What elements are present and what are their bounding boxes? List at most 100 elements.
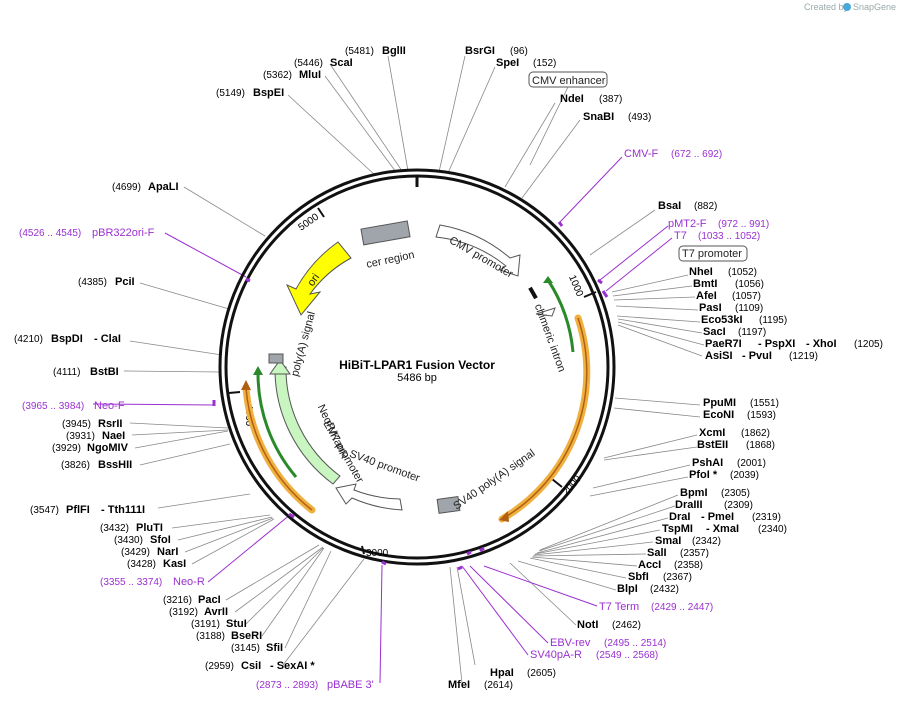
site-name-pasi: PasI xyxy=(699,302,722,314)
primer-name-t7term: T7 Term xyxy=(599,601,639,613)
site-name-ngomiv: NgoMIV xyxy=(87,442,129,454)
tick-4000 xyxy=(228,391,241,394)
site-name-scai: ScaI xyxy=(330,57,353,69)
credit-brand: SnapGene xyxy=(853,2,896,12)
snapgene-logo-icon xyxy=(843,3,851,11)
site-name-sfii: SfiI xyxy=(266,642,283,654)
site-name-pfoi: PfoI * xyxy=(689,469,718,481)
tick-label-1000: 1000 xyxy=(566,274,585,299)
site-name-eco53ki: Eco53kI xyxy=(701,314,743,326)
primer-pos-ebvrev: (2495 .. 2514) xyxy=(604,638,666,649)
map-size: 5486 bp xyxy=(397,372,437,384)
site-name-blpi: BlpI xyxy=(617,583,638,595)
tick-2000 xyxy=(551,478,563,488)
sv40-polya-block xyxy=(436,495,461,514)
site-alt-xmai: - XmaI xyxy=(706,523,739,535)
green-arc-right xyxy=(546,279,575,353)
green-arc-left xyxy=(256,371,298,478)
cmv-enhancer-leader xyxy=(529,86,569,166)
site-name-smai: SmaI xyxy=(655,535,681,547)
site-pos-paci: (3216) xyxy=(163,595,192,606)
t7-promoter-box xyxy=(678,245,748,262)
site-name-avrii: AvrII xyxy=(204,606,228,618)
site-name-snabi: SnaBI xyxy=(583,111,614,123)
neor-kanr-arrow xyxy=(274,366,341,485)
map-title: HiBiT-LPAR1 Fusion Vector xyxy=(339,358,495,372)
site-alt-pspxi: - PspXI xyxy=(758,338,795,350)
primer-pos-cmvf: (672 .. 692) xyxy=(671,149,722,160)
site-name-nhei: NheI xyxy=(689,266,713,278)
site-name-bspdi: BspDI xyxy=(51,333,83,345)
site-pos-csii: (2959) xyxy=(205,661,234,672)
site-pos-pluti: (3432) xyxy=(100,523,129,534)
green-arrowhead-right xyxy=(543,276,553,283)
site-name-bsteii: BstEII xyxy=(697,439,728,451)
orf-arrowhead-right xyxy=(499,511,509,522)
leader-lines xyxy=(123,55,705,684)
site-pos-tspmi: (2340) xyxy=(758,524,787,535)
site-pos-pflfi: (3547) xyxy=(30,505,59,516)
site-pos-pfoi: (2039) xyxy=(730,470,759,481)
site-name-ppumi: PpuMI xyxy=(703,397,736,409)
site-name-bsshii: BssHII xyxy=(98,459,132,471)
site-pos-mlui: (5362) xyxy=(263,70,292,81)
site-pos-ngomiv: (3929) xyxy=(52,443,81,454)
site-name-rsrii: RsrII xyxy=(98,418,122,430)
site-name-ndei: NdeI xyxy=(560,93,584,105)
tick-5000 xyxy=(317,207,325,218)
site-pos-drai: (2319) xyxy=(752,512,781,523)
cer-region-label: cer region xyxy=(365,249,415,271)
primer-name-sv40par: SV40pA-R xyxy=(530,649,582,661)
site-pos-bspdi: (4210) xyxy=(14,334,43,345)
site-pos-sfii: (3145) xyxy=(231,643,260,654)
primer-name-pbabe: pBABE 3' xyxy=(327,679,374,691)
site-pos-ppumi: (1551) xyxy=(750,398,779,409)
orf-arc-right-inner xyxy=(501,317,588,520)
site-alt-clai: - ClaI xyxy=(94,333,121,345)
site-pos-bpmi: (2305) xyxy=(721,488,750,499)
site-name-sfoi: SfoI xyxy=(150,534,171,546)
site-name-bmti: BmtI xyxy=(693,278,717,290)
ori-arrow xyxy=(285,241,352,316)
primer-name-neof: Neo-F xyxy=(94,400,125,412)
site-name-hpai: HpaI xyxy=(490,667,514,679)
site-name-acci: AccI xyxy=(638,559,661,571)
site-alt-pmei: - PmeI xyxy=(701,511,734,523)
site-pos-sbfi: (2367) xyxy=(663,572,692,583)
site-name-paer7i: PaeR7I xyxy=(705,338,742,350)
site-name-bseri: BseRI xyxy=(231,630,262,642)
primer-pos-sv40par: (2549 .. 2568) xyxy=(596,650,658,661)
primer-pos-pbr: (4526 .. 4545) xyxy=(19,228,81,239)
site-alt-sexai: - SexAI * xyxy=(270,660,315,672)
primer-name-pbr: pBR322ori-F xyxy=(92,227,155,239)
site-pos-naei: (3931) xyxy=(66,431,95,442)
site-pos-saci: (1197) xyxy=(738,327,766,338)
neor-arrowhead xyxy=(269,359,291,375)
cmv-enhancer-label: CMV enhancer xyxy=(532,75,606,87)
site-pos-ndei: (387) xyxy=(599,94,622,105)
backbone-outer xyxy=(218,168,616,566)
polya-signal-label: poly(A) signal xyxy=(289,310,318,377)
site-pos-snabi: (493) xyxy=(628,112,651,123)
site-pos-bsteii: (1868) xyxy=(746,440,775,451)
site-pos-bsrgi: (96) xyxy=(510,46,528,57)
site-name-pflfi: PflFI xyxy=(66,504,90,516)
site-name-afei: AfeI xyxy=(696,290,717,302)
sv40-promoter-arrow xyxy=(335,483,403,511)
green-arrowhead-left xyxy=(253,366,263,375)
site-name-bpmi: BpmI xyxy=(680,487,708,499)
polya-signal-block xyxy=(268,353,284,364)
site-pos-rsrii: (3945) xyxy=(62,419,91,430)
orf-arc-left-inner xyxy=(245,387,313,511)
site-name-xcmi: XcmI xyxy=(699,427,725,439)
site-name-draiii: DraIII xyxy=(675,499,703,511)
primer-pos-pmt2f: (972 .. 991) xyxy=(718,219,769,230)
site-name-paci: PacI xyxy=(198,594,221,606)
site-name-nari: NarI xyxy=(157,546,178,558)
site-pos-apali: (4699) xyxy=(112,182,141,193)
primer-name-t7: T7 xyxy=(674,230,687,242)
t7-promoter-label: T7 promoter xyxy=(682,248,742,260)
primer-name-neor: Neo-R xyxy=(173,576,205,588)
site-name-sali: SalI xyxy=(647,547,667,559)
